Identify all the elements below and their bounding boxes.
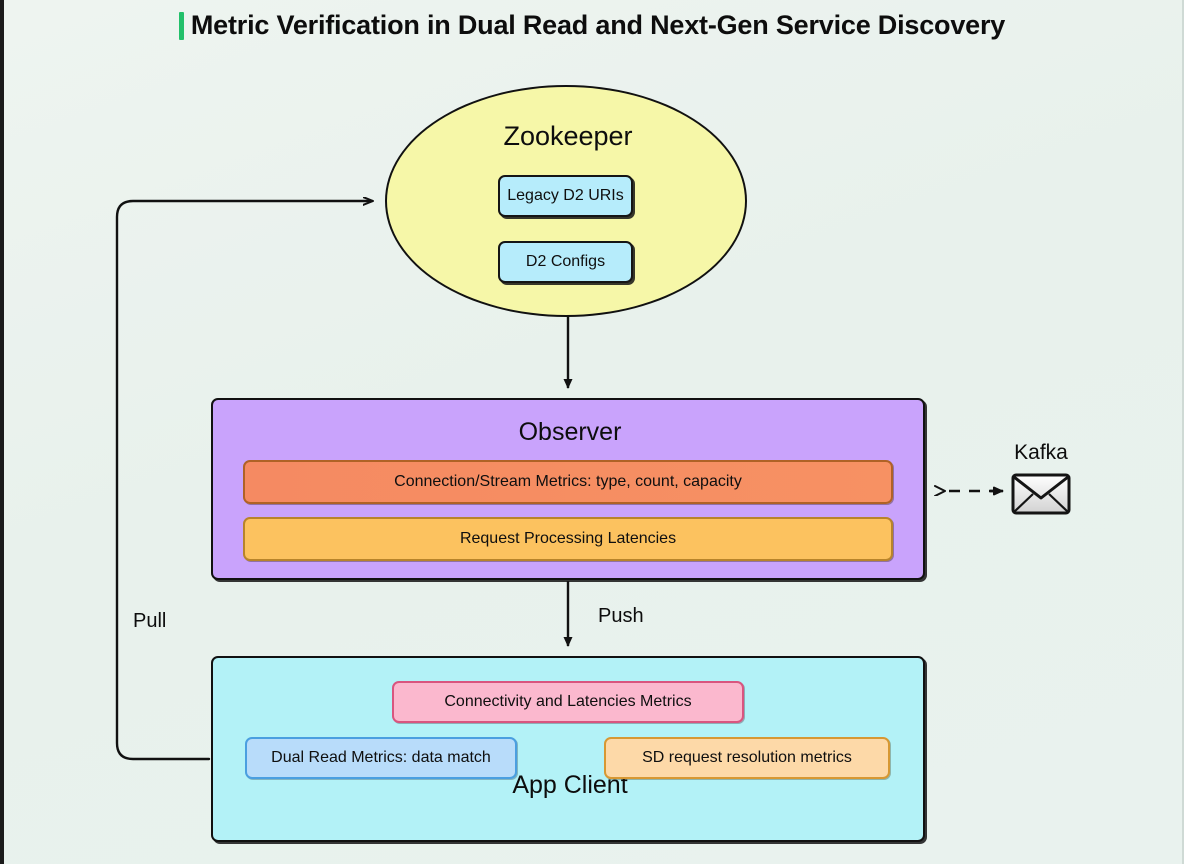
chip-legacy-d2-uris[interactable]: Legacy D2 URIs <box>498 175 633 217</box>
chip-d2-configs[interactable]: D2 Configs <box>498 241 633 283</box>
node-zookeeper-label: Zookeeper <box>503 121 633 151</box>
node-observer-label: Observer <box>518 418 622 446</box>
left-edge-strip <box>0 0 4 864</box>
chip-legacy-d2-uris-label: Legacy D2 URIs <box>507 186 624 204</box>
chip-sd-request-resolution-metrics[interactable]: SD request resolution metrics <box>604 737 890 779</box>
chip-dual-read-metrics[interactable]: Dual Read Metrics: data match <box>245 737 517 779</box>
page-title: Metric Verification in Dual Read and Nex… <box>0 10 1184 41</box>
page-title-text: Metric Verification in Dual Read and Nex… <box>190 10 1006 40</box>
node-kafka-label: Kafka <box>1014 441 1068 464</box>
chip-connectivity-and-latencies-metrics[interactable]: Connectivity and Latencies Metrics <box>392 681 744 723</box>
envelope-icon[interactable] <box>1011 473 1071 515</box>
chip-sd-request-resolution-metrics-label: SD request resolution metrics <box>642 748 852 766</box>
right-edge-strip <box>1182 0 1184 864</box>
chip-connection-stream-metrics[interactable]: Connection/Stream Metrics: type, count, … <box>243 460 893 504</box>
edge-label-push: Push <box>598 605 644 627</box>
chip-connection-stream-metrics-label: Connection/Stream Metrics: type, count, … <box>394 472 742 490</box>
chip-dual-read-metrics-label: Dual Read Metrics: data match <box>271 748 491 766</box>
chip-d2-configs-label: D2 Configs <box>525 252 606 270</box>
chip-request-processing-latencies-label: Request Processing Latencies <box>459 529 677 547</box>
edge-label-pull: Pull <box>133 610 167 632</box>
chip-connectivity-and-latencies-metrics-label: Connectivity and Latencies Metrics <box>444 692 692 710</box>
chip-request-processing-latencies[interactable]: Request Processing Latencies <box>243 517 893 561</box>
title-accent-bar <box>178 11 184 40</box>
